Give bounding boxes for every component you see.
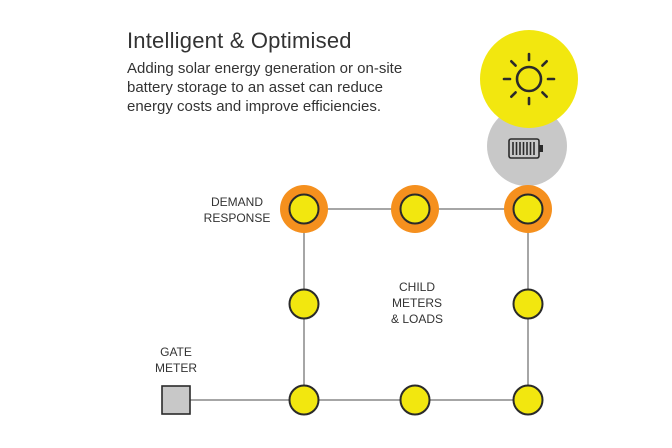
demand-response-node bbox=[504, 185, 552, 233]
description-line: Adding solar energy generation or on-sit… bbox=[127, 60, 403, 77]
demand-response-node bbox=[391, 185, 439, 233]
meter-node bbox=[288, 288, 320, 320]
demand-response-node bbox=[280, 185, 328, 233]
label-line: METER bbox=[155, 361, 197, 375]
meter-node bbox=[512, 384, 544, 416]
meter-node bbox=[288, 384, 320, 416]
sun-disc bbox=[480, 30, 578, 128]
description: Adding solar energy generation or on-sit… bbox=[127, 59, 427, 116]
label-line: RESPONSE bbox=[203, 211, 271, 225]
description-line: energy costs and improve efficiencies. bbox=[127, 98, 382, 115]
demand-response-label: DEMAND RESPONSE bbox=[198, 194, 276, 226]
label-line: CHILD bbox=[398, 280, 435, 294]
description-line: battery storage to an asset can reduce bbox=[127, 79, 383, 96]
label-line: & LOADS bbox=[390, 312, 444, 326]
label-line: METERS bbox=[391, 296, 442, 310]
sun-icon bbox=[502, 52, 556, 106]
meter-node bbox=[512, 288, 544, 320]
battery-icon bbox=[508, 138, 543, 159]
child-meters-label: CHILD METERS & LOADS bbox=[377, 279, 457, 327]
label-line: DEMAND bbox=[210, 195, 263, 209]
gate-meter-square bbox=[161, 385, 191, 415]
label-line: GATE bbox=[160, 345, 192, 359]
meter-node bbox=[399, 384, 431, 416]
gate-meter-label: GATE METER bbox=[146, 344, 206, 376]
page-title: Intelligent & Optimised bbox=[127, 28, 352, 53]
